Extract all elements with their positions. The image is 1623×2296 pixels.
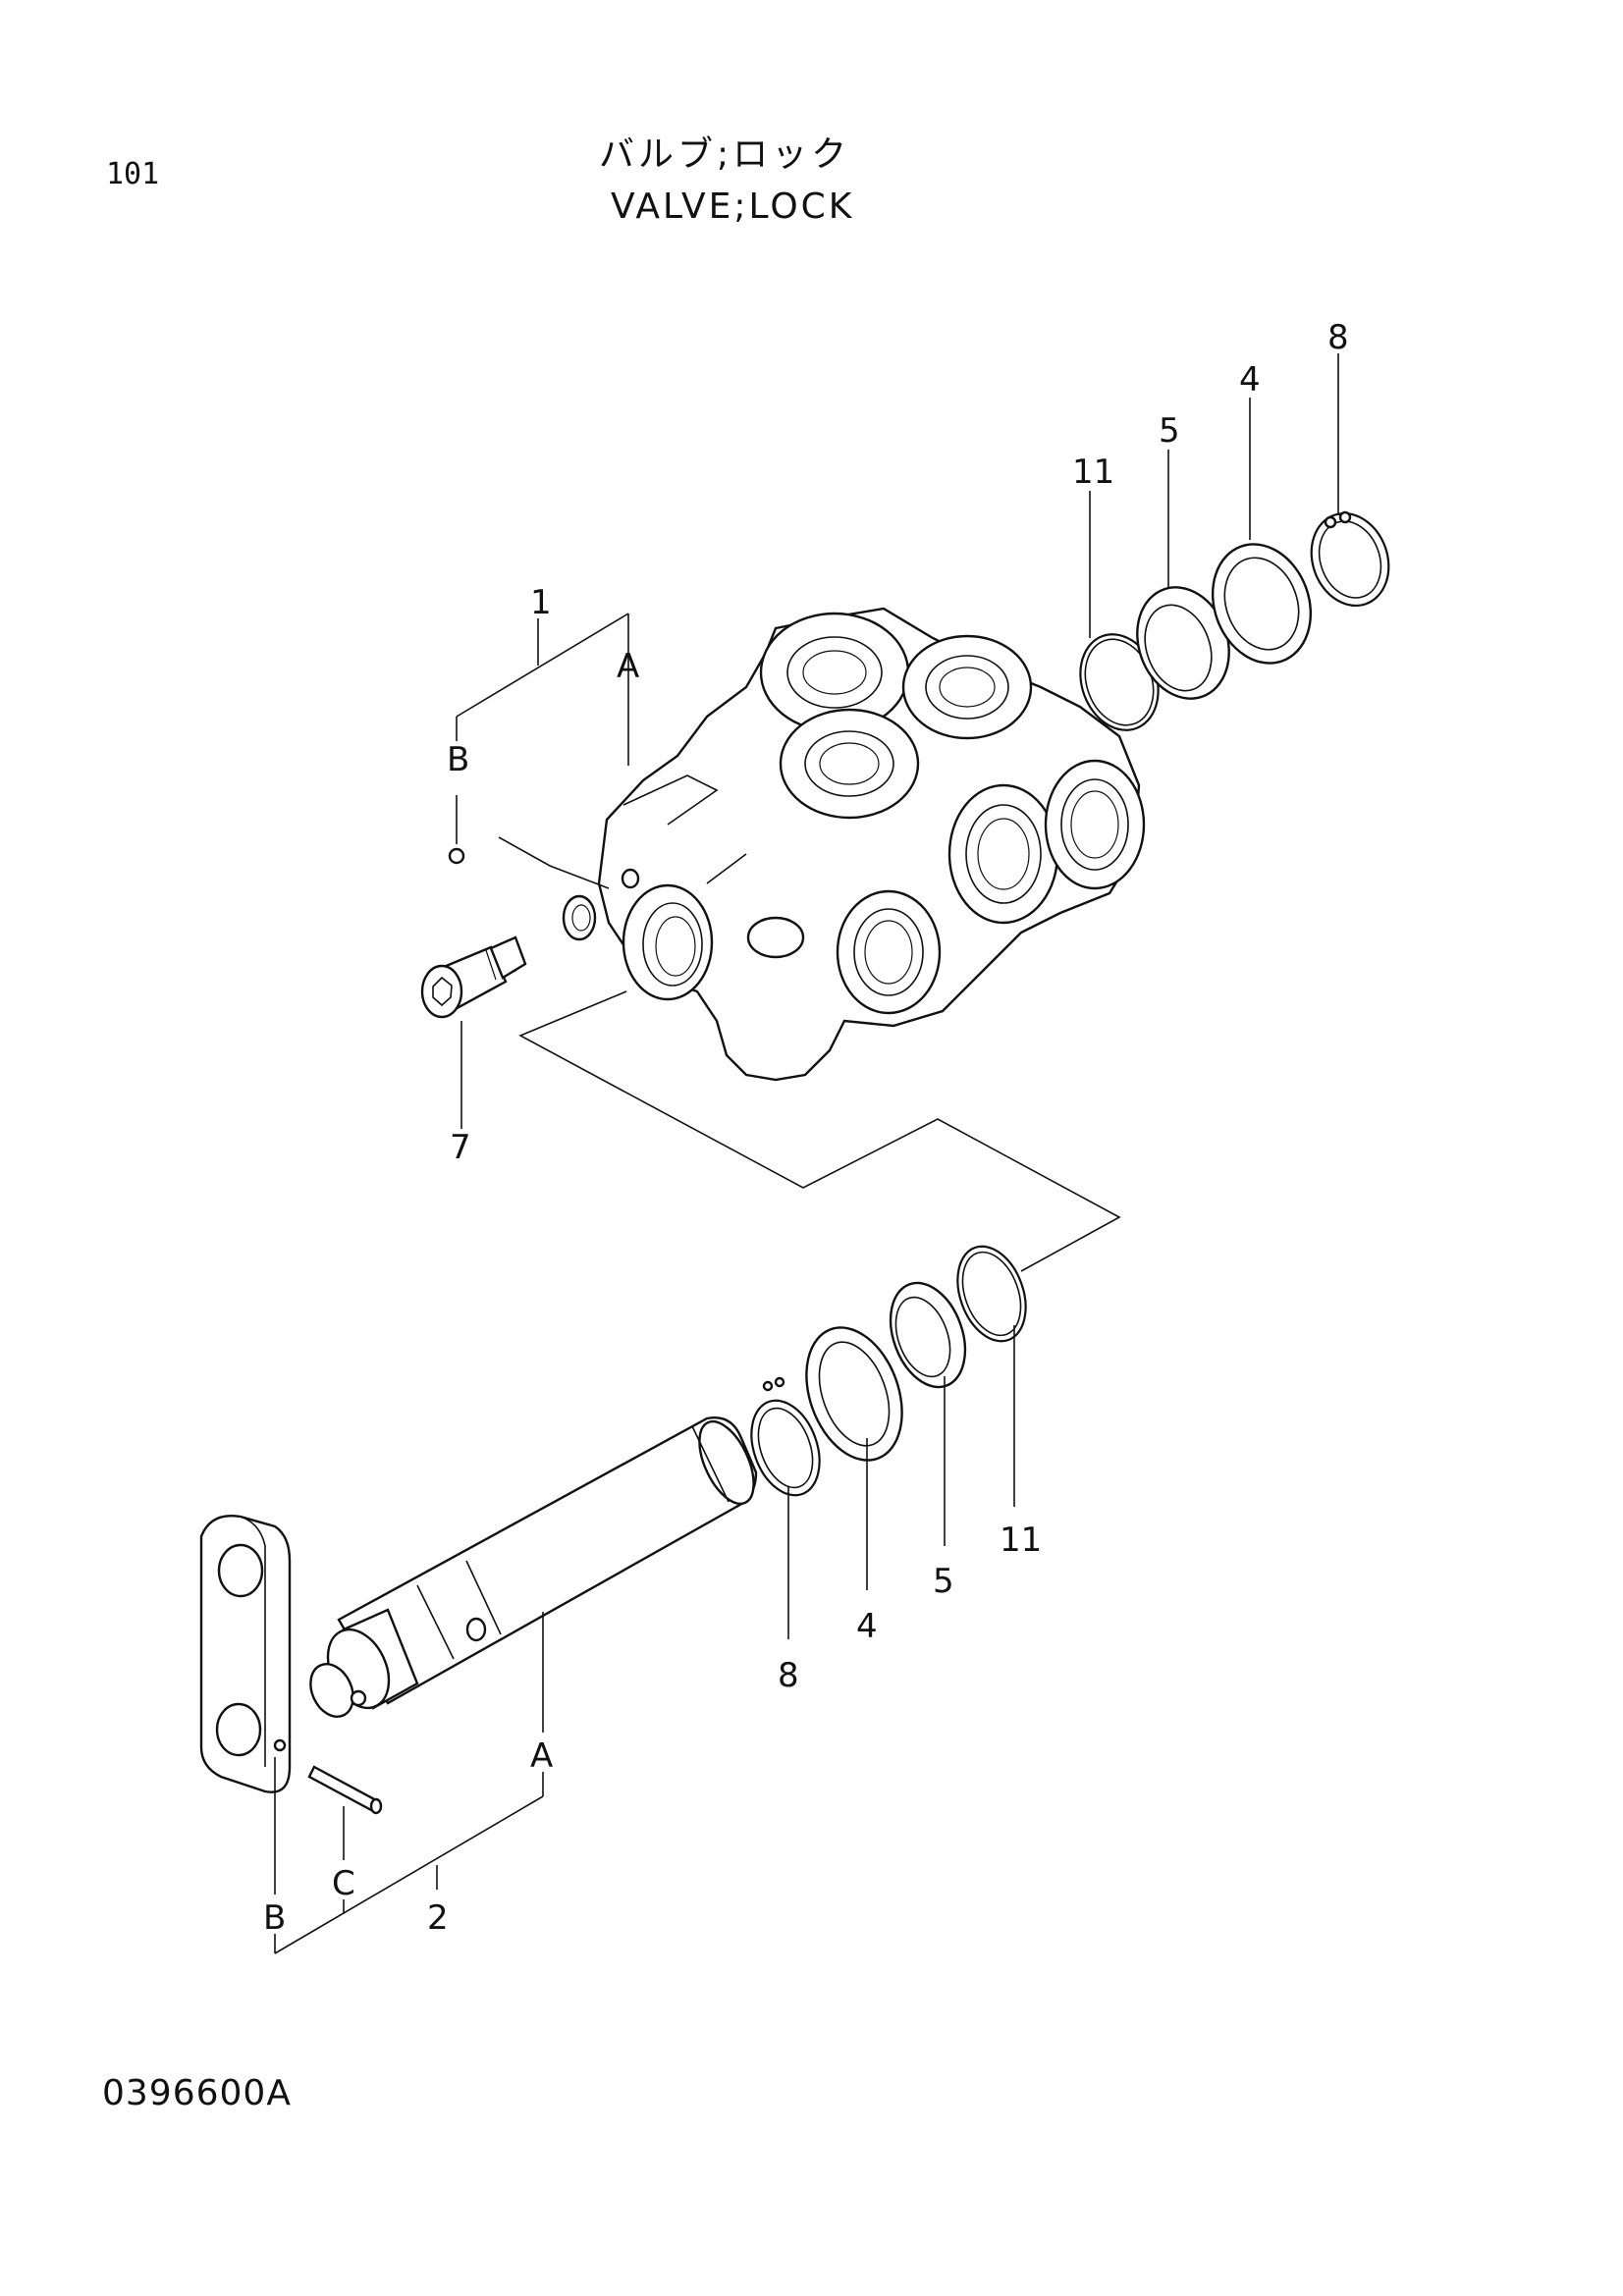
washer-lower (805, 1326, 903, 1462)
title-japanese: バルブ;ロック (599, 134, 851, 175)
backup-ring-upper (1136, 586, 1230, 700)
callout-lower-8: 8 (778, 1656, 799, 1695)
lower-leader-lines (274, 1325, 1015, 1954)
snap-ring-upper (1310, 510, 1390, 608)
callout-lower-C: C (332, 1864, 355, 1903)
lever-plate (199, 1515, 292, 1793)
callout-upper-7: 7 (450, 1128, 471, 1167)
valve-body (562, 607, 1146, 1082)
washer-upper (1211, 543, 1313, 665)
callout-lower-5: 5 (933, 1562, 954, 1601)
callout-lower-B: B (263, 1898, 286, 1938)
callout-lower-11: 11 (1000, 1521, 1042, 1560)
callout-upper-A: A (617, 647, 639, 686)
callout-upper-8: 8 (1327, 318, 1349, 357)
upper-leader-lines (448, 353, 1339, 1272)
callout-upper-11: 11 (1072, 453, 1114, 492)
callout-lower-A: A (530, 1736, 553, 1776)
callout-upper-B: B (447, 740, 469, 779)
callout-lower-2: 2 (427, 1898, 449, 1938)
snap-ring-lower (750, 1376, 821, 1497)
spool-shaft (309, 1416, 758, 1718)
callout-upper-4: 4 (1239, 360, 1261, 400)
o-ring-lower (956, 1245, 1027, 1343)
spring-pin (307, 1765, 383, 1815)
callout-lower-4: 4 (856, 1607, 878, 1646)
page-number: 101 (106, 157, 160, 191)
plug-part (420, 935, 527, 1019)
backup-ring-lower (889, 1281, 967, 1389)
title-english: VALVE;LOCK (611, 187, 855, 227)
callout-upper-1: 1 (530, 583, 552, 622)
drawing-number: 0396600A (102, 2073, 292, 2113)
callout-upper-5: 5 (1159, 411, 1180, 451)
